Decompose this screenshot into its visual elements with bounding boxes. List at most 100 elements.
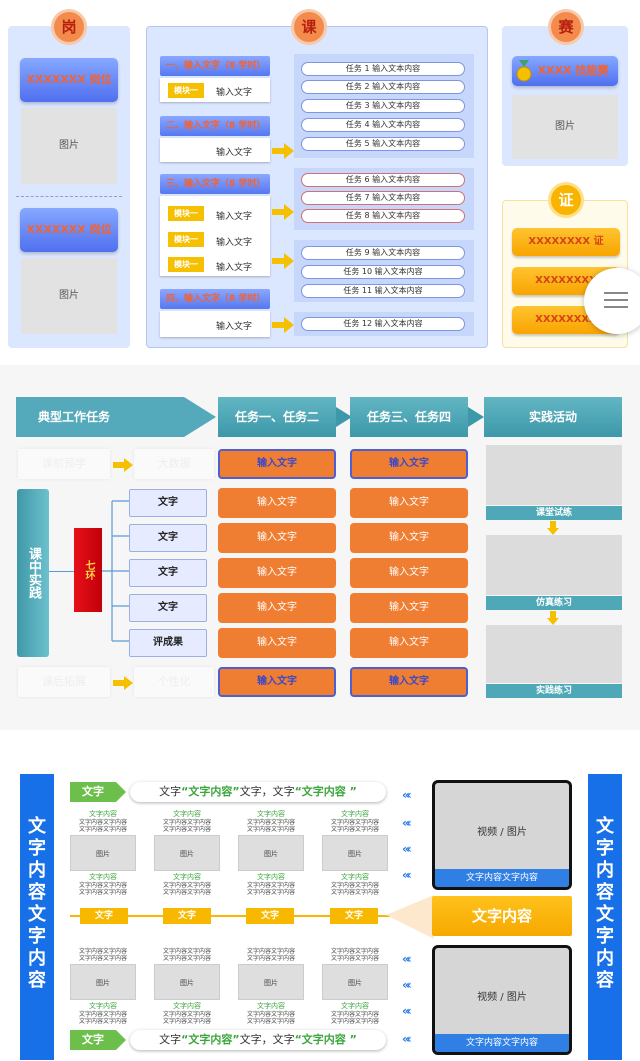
timeline-tag: 文字 [330, 908, 378, 924]
card-sub: 文字内容文字内容 [162, 826, 211, 833]
header-task-34: 任务三、任务四 [350, 397, 468, 437]
practice-image [486, 625, 622, 683]
post-button[interactable]: XXXXXXX 岗位 [20, 208, 118, 252]
card-sub: 文字内容文字内容 [330, 1018, 379, 1025]
tag-arrow [70, 1030, 126, 1050]
quote-c: 文字，文字 [239, 1033, 295, 1046]
timeline-line [70, 915, 390, 917]
video-panel[interactable]: 视频 / 图片 文字内容文字内容 [432, 780, 572, 890]
card-sub: 文字内容文字内容 [78, 889, 127, 896]
unit-row-text: 输入文字 [216, 148, 253, 158]
arrow-down-icon [547, 611, 559, 625]
input-box[interactable]: 输入文字 [218, 558, 336, 588]
certificate-item[interactable]: XXXXXXXX 证 [512, 228, 620, 256]
practice-label: 实践练习 [486, 684, 622, 698]
card-title: 文字内容 [341, 873, 369, 881]
quote-d: “文字内容 ” [294, 785, 357, 798]
timeline-tag: 文字 [163, 908, 211, 924]
content-card: 文字内容文字内容 文字内容文字内容 图片 文字内容 文字内容文字内容 文字内容文… [154, 948, 220, 1025]
chevrons-left-icon: «‹ [402, 952, 412, 966]
competition-image: 图片 [512, 95, 618, 159]
chevrons-left-icon: «‹ [402, 868, 412, 882]
card-sub: 文字内容文字内容 [330, 889, 379, 896]
card-image: 图片 [70, 835, 136, 871]
input-box[interactable]: 输入文字 [218, 667, 336, 697]
section-content-layout: 文字内容文字内容 文字内容文字内容 文字 文字“文字内容”文字，文字“文字内容 … [0, 770, 640, 1061]
input-box[interactable]: 输入文字 [218, 523, 336, 553]
chevrons-left-icon: «‹ [402, 842, 412, 856]
task-item: 任务 7 输入文本内容 [301, 191, 465, 205]
quote-d: “文字内容 ” [294, 1033, 357, 1046]
video-caption: 文字内容文字内容 [435, 869, 569, 887]
card-sub: 文字内容文字内容 [78, 882, 127, 889]
card-title: 文字内容 [257, 1002, 285, 1010]
card-sub: 文字内容文字内容 [162, 882, 211, 889]
side-text-right: 文字内容文字内容 [588, 774, 622, 1060]
input-box[interactable]: 输入文字 [350, 523, 468, 553]
card-sub: 文字内容文字内容 [78, 819, 127, 826]
input-box[interactable]: 输入文字 [350, 593, 468, 623]
input-box[interactable]: 输入文字 [218, 449, 336, 479]
card-sub: 文字内容文字内容 [330, 819, 379, 826]
step-box: 文字 [129, 489, 207, 517]
card-sub: 文字内容文字内容 [330, 948, 379, 955]
card-title: 文字内容 [341, 1002, 369, 1010]
post-button[interactable]: XXXXXXX 岗位 [20, 58, 118, 102]
card-sub: 文字内容文字内容 [162, 1018, 211, 1025]
input-box[interactable]: 输入文字 [350, 667, 468, 697]
chevrons-left-icon: «‹ [402, 816, 412, 830]
arrow-right-icon [272, 143, 294, 159]
task-item: 任务 2 输入文本内容 [301, 80, 465, 94]
chevron-right-icon [336, 407, 352, 427]
arrow-right-icon [272, 253, 294, 269]
input-box[interactable]: 输入文字 [218, 488, 336, 518]
badge-ke: 课 [291, 9, 327, 45]
card-sub: 文字内容文字内容 [246, 889, 295, 896]
video-panel[interactable]: 视频 / 图片 文字内容文字内容 [432, 945, 572, 1055]
unit-row-text: 输入文字 [216, 322, 253, 332]
task-item: 任务 4 输入文本内容 [301, 118, 465, 132]
arrow-right-icon [272, 204, 294, 220]
post-image: 图片 [21, 258, 117, 334]
floating-menu-button[interactable] [584, 268, 640, 334]
unit-title: 一、输入文字（8 学时） [160, 56, 270, 76]
card-title: 文字内容 [257, 810, 285, 818]
arrow-down-icon [547, 521, 559, 535]
bracket-connector [102, 500, 130, 642]
header-task-12: 任务一、任务二 [218, 397, 336, 437]
input-box[interactable]: 输入文字 [350, 558, 468, 588]
step-box: 文字 [129, 524, 207, 552]
card-sub: 文字内容文字内容 [162, 955, 211, 962]
task-item: 任务 11 输入文本内容 [301, 284, 465, 298]
center-label: 文字内容 [432, 896, 572, 936]
card-sub: 文字内容文字内容 [162, 1011, 211, 1018]
card-image: 图片 [154, 964, 220, 1000]
task-item: 任务 3 输入文本内容 [301, 99, 465, 113]
in-class-label: 课中实践 [17, 489, 49, 657]
card-sub: 文字内容文字内容 [246, 882, 295, 889]
post-image: 图片 [21, 108, 117, 184]
card-sub: 文字内容文字内容 [330, 826, 379, 833]
card-image: 图片 [238, 835, 304, 871]
card-title: 文字内容 [89, 1002, 117, 1010]
input-box[interactable]: 输入文字 [350, 449, 468, 479]
input-box[interactable]: 输入文字 [218, 628, 336, 658]
input-box[interactable]: 输入文字 [350, 488, 468, 518]
quote-a: 文字 [159, 1033, 182, 1046]
practice-label: 仿真练习 [486, 596, 622, 610]
header-arrow [16, 397, 216, 437]
card-sub: 文字内容文字内容 [78, 948, 127, 955]
task-item: 任务 8 输入文本内容 [301, 209, 465, 223]
task-item: 任务 5 输入文本内容 [301, 137, 465, 151]
input-box[interactable]: 输入文字 [350, 628, 468, 658]
content-card: 文字内容 文字内容文字内容 文字内容文字内容 图片 文字内容 文字内容文字内容 … [322, 810, 388, 896]
card-title: 文字内容 [173, 810, 201, 818]
input-box[interactable]: 输入文字 [218, 593, 336, 623]
card-image: 图片 [322, 964, 388, 1000]
content-card: 文字内容文字内容 文字内容文字内容 图片 文字内容 文字内容文字内容 文字内容文… [322, 948, 388, 1025]
card-sub: 文字内容文字内容 [78, 1011, 127, 1018]
card-sub: 文字内容文字内容 [78, 1018, 127, 1025]
connector [49, 571, 75, 572]
timeline-tag: 文字 [246, 908, 294, 924]
